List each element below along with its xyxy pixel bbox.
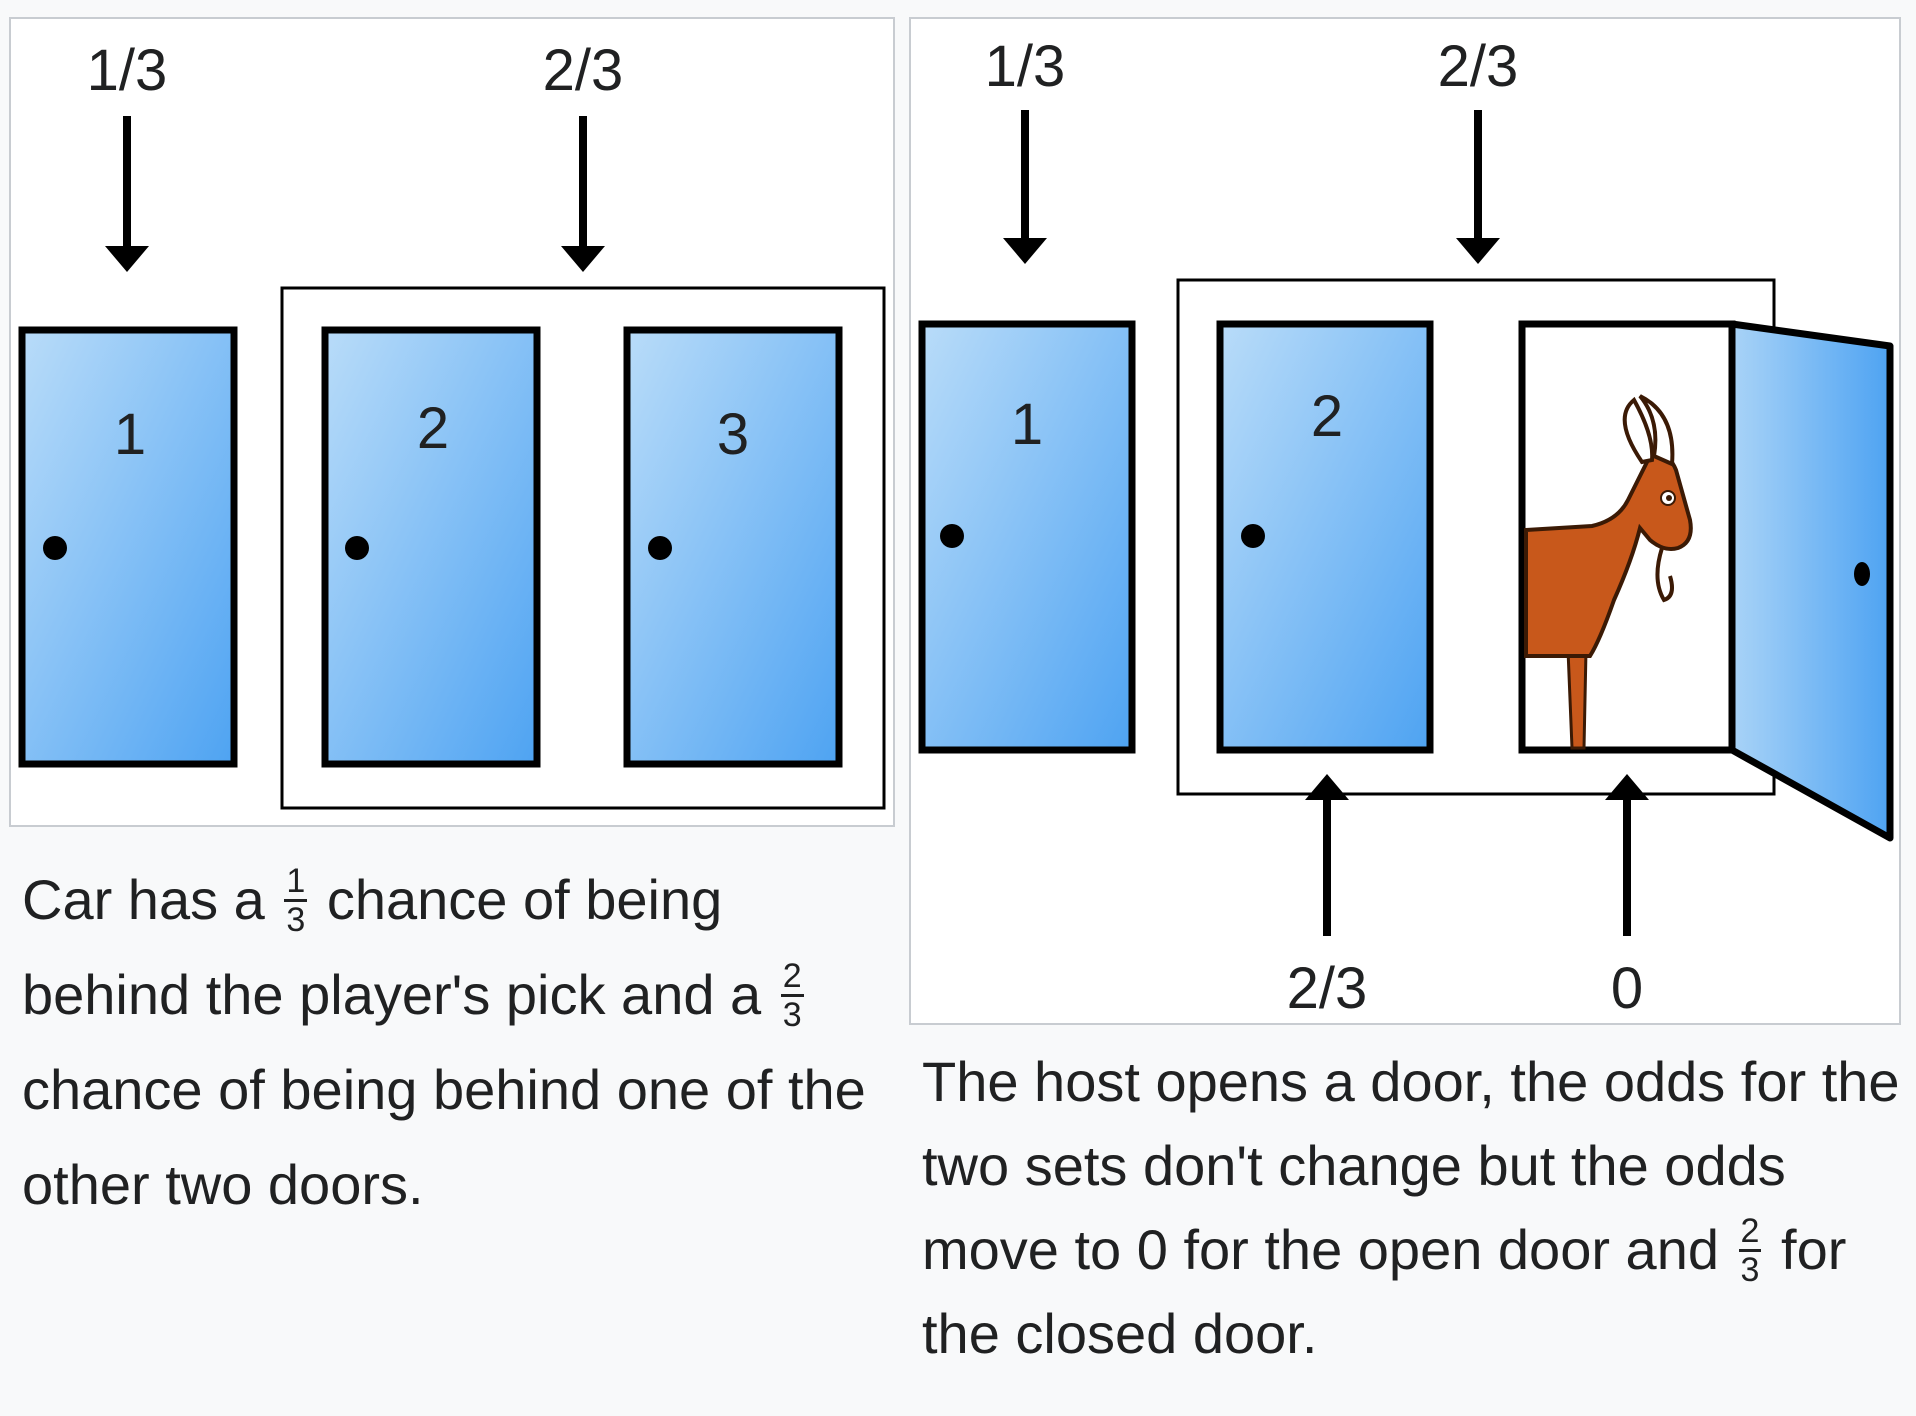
door-number: 1 [1011, 392, 1043, 457]
right-prob-others-label: 2/3 [1438, 34, 1519, 99]
fraction-denominator: 3 [286, 900, 306, 939]
door-number: 1 [114, 402, 146, 467]
right-prob-open-label: 0 [1611, 956, 1643, 1021]
right-caption: The host opens a door, the odds for the … [922, 1040, 1902, 1376]
right-arrow-pick [1003, 110, 1047, 264]
door-knob-icon [648, 536, 672, 560]
right-arrow-open [1605, 774, 1649, 936]
right-caption-part-2: for the closed door. [922, 1218, 1847, 1365]
right-panel: 1/3 2/3 1 2 [909, 17, 1901, 1025]
right-caption-part-1: The host opens a door, the odds for the … [922, 1050, 1900, 1281]
door-number: 2 [1311, 384, 1343, 449]
left-door-2: 2 [321, 326, 541, 768]
fraction-numerator: 2 [1738, 1211, 1762, 1252]
right-prob-pick-label: 1/3 [985, 34, 1066, 99]
fraction-numerator: 1 [284, 861, 308, 902]
right-prob-closed-label: 2/3 [1287, 956, 1368, 1021]
left-door-1: 1 [18, 326, 238, 768]
right-door-2: 2 [1216, 320, 1434, 754]
fraction-numerator: 2 [780, 956, 804, 997]
door-knob-icon [940, 524, 964, 548]
door-knob-icon [345, 536, 369, 560]
open-doorway [1518, 320, 1894, 842]
left-caption-part-2: chance of being behind the player's pick… [22, 868, 777, 1026]
left-door-3: 3 [623, 326, 843, 768]
left-prob-pick-label: 1/3 [87, 38, 168, 103]
left-caption-part-1: Car has a [22, 868, 281, 931]
fraction-denominator: 3 [1740, 1250, 1760, 1289]
left-arrow-pick [105, 116, 149, 272]
goat-icon [1524, 394, 1693, 750]
left-prob-others-label: 2/3 [543, 38, 624, 103]
right-arrow-others [1456, 110, 1500, 264]
left-arrow-others [561, 116, 605, 272]
door-number: 2 [417, 396, 449, 461]
door-knob-icon [1854, 562, 1870, 586]
left-caption-part-3: chance of being behind one of the other … [22, 1058, 866, 1216]
door-number: 3 [717, 402, 749, 467]
door-knob-icon [1241, 524, 1265, 548]
left-panel: 1/3 2/3 1 2 3 [9, 17, 895, 827]
fraction-denominator: 3 [782, 995, 802, 1034]
open-door [1728, 320, 1894, 842]
right-arrow-closed [1305, 774, 1349, 936]
door-knob-icon [43, 536, 67, 560]
right-door-1: 1 [918, 320, 1136, 754]
